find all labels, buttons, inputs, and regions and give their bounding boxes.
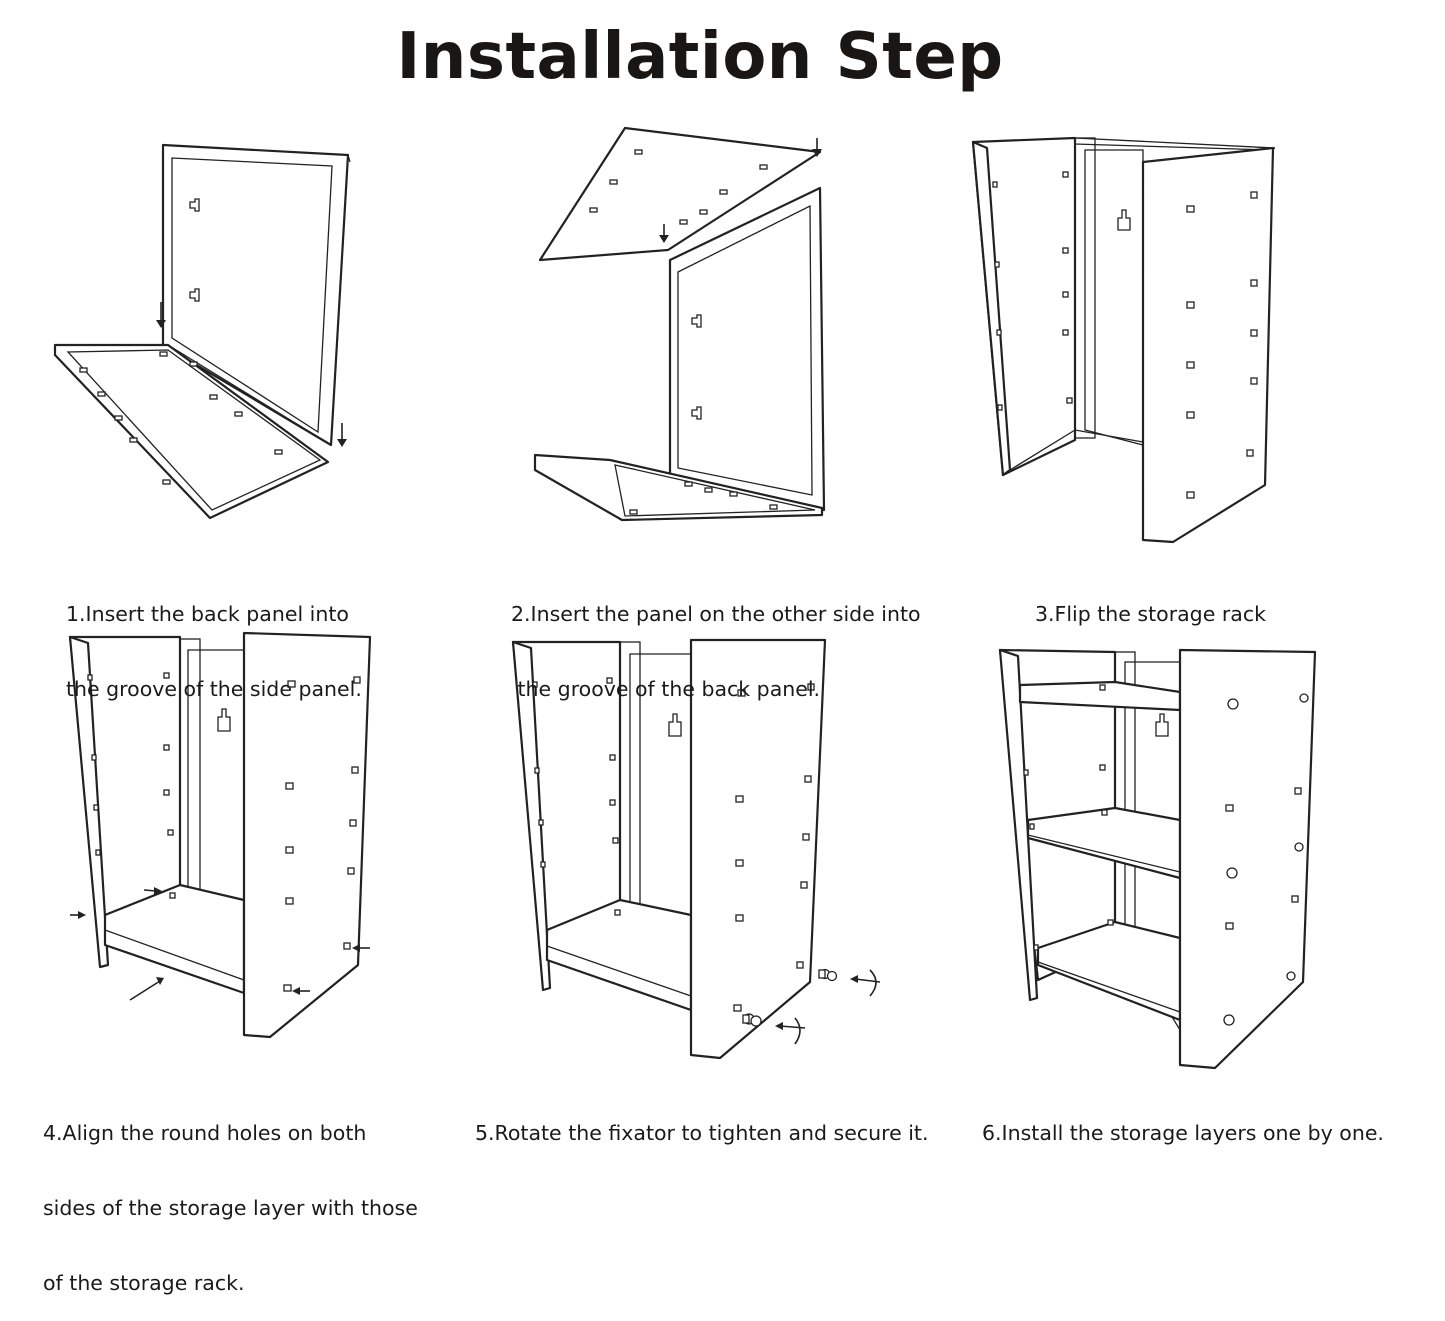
step-1-line-1: 1.Insert the back panel into [66,602,349,626]
keyhole-icon [189,288,200,302]
step-4-illustration [60,625,380,1045]
keyhole-icon [691,314,702,328]
right-side-panel [242,631,372,1039]
right-side-panel [689,638,827,1060]
right-side-panel [1141,146,1275,544]
step-6-illustration [990,640,1320,1070]
keyhole-icon [217,708,231,732]
step-6-caption: 6.Install the storage layers one by one. [982,1071,1384,1171]
step-2-caption: 2.Insert the panel on the other side int… [511,552,921,727]
step-2-line-1: 2.Insert the panel on the other side int… [511,602,921,626]
page-title: Installation Step [396,20,1004,94]
step-3-caption: 3.Flip the storage rack [1035,552,1266,652]
step-2-drawing [533,126,826,522]
step-4-line-2: sides of the storage layer with those [43,1196,418,1220]
fixator-icon [742,1013,762,1027]
step-4-caption: 4.Align the round holes on both sides of… [43,1071,418,1321]
step-5-drawing [511,638,881,1060]
keyhole-icon [1117,209,1131,231]
step-4-line-1: 4.Align the round holes on both [43,1121,367,1145]
step-5-illustration [505,630,890,1060]
step-1-caption: 1.Insert the back panel into the groove … [66,552,362,727]
fixator-icon [818,968,838,982]
step-5-caption: 5.Rotate the fixator to tighten and secu… [475,1071,928,1171]
step-6-line-1: 6.Install the storage layers one by one. [982,1121,1384,1145]
step-6-drawing [998,648,1317,1070]
keyhole-icon [1155,713,1169,737]
bottom-side-panel [533,453,824,522]
right-side-panel [1178,648,1317,1070]
step-4-line-3: of the storage rack. [43,1271,245,1295]
step-1-illustration [50,140,360,530]
step-3-drawing [971,136,1276,544]
step-2-illustration [530,120,835,530]
side-panel [53,343,330,520]
step-5-line-1: 5.Rotate the fixator to tighten and secu… [475,1121,929,1145]
step-4-drawing [68,631,372,1039]
back-panel [668,186,826,512]
step-3-line-1: 3.Flip the storage rack [1035,602,1266,626]
keyhole-icon [668,713,682,737]
step-3-illustration [965,130,1285,550]
step-2-line-2: the groove of the back panel. [511,677,821,701]
keyhole-icon [189,198,200,212]
keyhole-icon [691,406,702,420]
step-1-line-2: the groove of the side panel. [66,677,362,701]
step-1-drawing [53,143,351,520]
